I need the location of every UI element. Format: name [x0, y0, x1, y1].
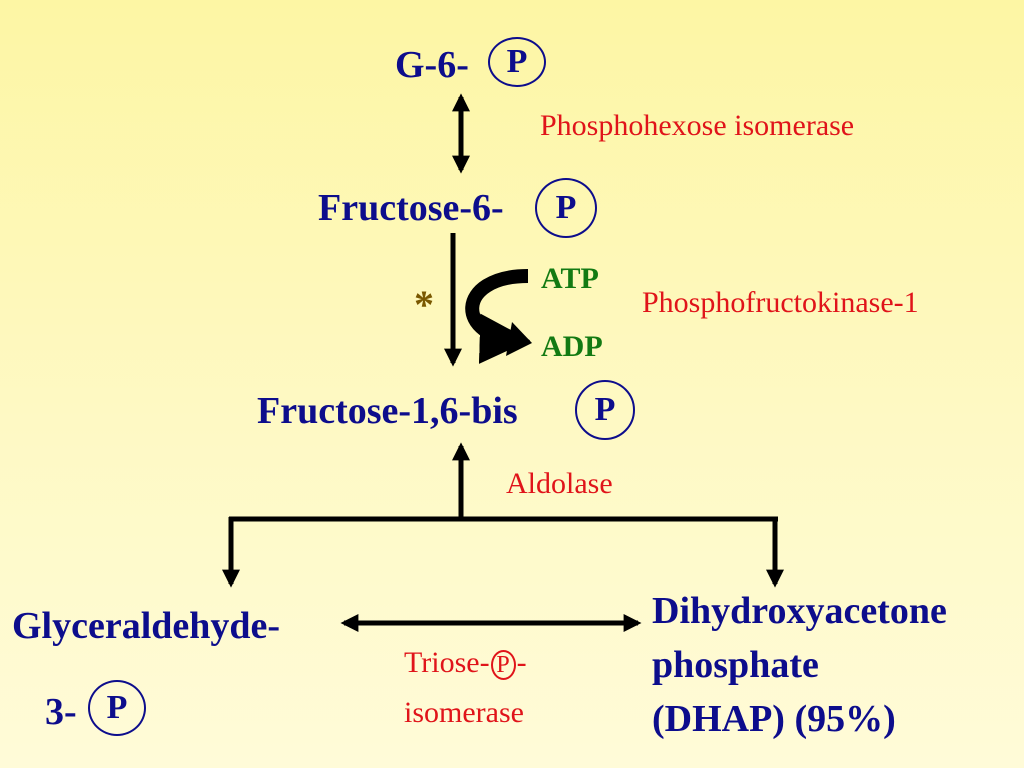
cofactor-atp: ATP [541, 262, 599, 295]
f6p-label: Fructose-6- [318, 187, 504, 229]
g3p-phosphate-circle: P [88, 680, 146, 736]
tpi-suffix: - [516, 646, 527, 679]
regulatory-step-marker: * [414, 282, 434, 327]
enzyme-aldolase: Aldolase [506, 467, 613, 500]
enzyme-phosphofructokinase-1: Phosphofructokinase-1 [642, 286, 919, 319]
g3p-label-line2: 3- [45, 691, 77, 733]
g3p-label-line1: Glyceraldehyde- [12, 605, 281, 647]
atp-adp-curved-arrow [465, 269, 531, 364]
cofactor-adp: ADP [541, 330, 603, 363]
g6p-phosphate-circle: P [488, 37, 546, 87]
dhap-label-line3: (DHAP) (95%) [652, 698, 896, 740]
dhap-label-line2: phosphate [652, 644, 819, 686]
tpi-prefix: Triose- [404, 646, 490, 679]
enzyme-phosphohexose-isomerase: Phosphohexose isomerase [540, 109, 855, 142]
tpi-phosphate-circle: P [490, 650, 516, 680]
f16bp-label: Fructose-1,6-bis [257, 390, 518, 432]
enzyme-triose-phosphate-isomerase-line2: isomerase [404, 696, 524, 729]
f16bp-phosphate-circle: P [575, 380, 635, 440]
dhap-label-line1: Dihydroxyacetone [652, 590, 947, 632]
g6p-label: G-6- [395, 44, 469, 86]
atp-adp-arrowhead [506, 322, 532, 356]
enzyme-triose-phosphate-isomerase-line1: Triose-P- [404, 648, 527, 680]
f6p-phosphate-circle: P [535, 178, 597, 238]
